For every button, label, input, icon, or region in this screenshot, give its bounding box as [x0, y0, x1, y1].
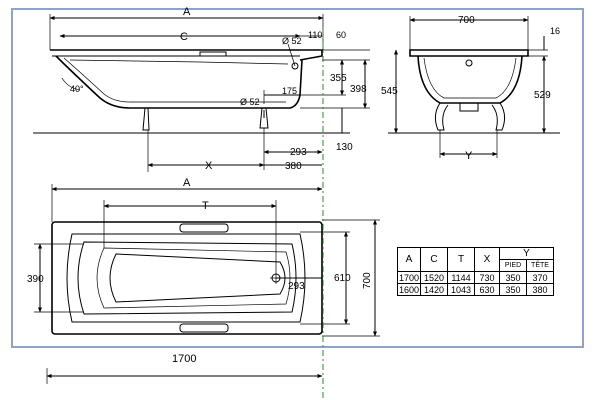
cell: 1700 [397, 271, 421, 284]
end-view: 700 16 545 529 Y [381, 15, 560, 162]
side-dim-130: 130 [336, 142, 353, 153]
end-dim-529: 529 [534, 90, 551, 101]
header-x: X [474, 247, 500, 272]
side-dim-355: 355 [330, 73, 347, 84]
cell: 1144 [447, 271, 475, 284]
plan-view: A T 390 610 700 293 1700 [27, 177, 380, 384]
plan-dim-610: 610 [334, 273, 351, 284]
table-row: 1700 1520 1144 730 350 370 [397, 271, 554, 284]
header-y: Y [499, 247, 554, 260]
plan-dim-1700: 1700 [172, 353, 196, 365]
cell: 380 [526, 283, 554, 296]
cell: 730 [474, 271, 500, 284]
header-c: C [420, 247, 448, 272]
spec-table: A C T X Y PIED TÊTE 1700 1520 1144 730 3… [397, 247, 554, 296]
plan-dim-390: 390 [27, 274, 44, 285]
side-dim-angle: 40° [70, 84, 84, 94]
header-t: T [447, 247, 475, 272]
table-row: 1600 1420 1043 630 350 380 [397, 283, 554, 296]
cell: 1420 [420, 283, 448, 296]
plan-dim-a-label: A [183, 177, 191, 189]
side-dim-293: 293 [290, 147, 307, 158]
side-dim-diameter-top: Ø 52 [282, 36, 302, 46]
cell: 350 [499, 271, 527, 284]
side-dim-c-label: C [180, 31, 188, 43]
header-tete: TÊTE [526, 259, 554, 272]
side-dim-110: 110 [308, 30, 322, 40]
side-dim-a-label: A [183, 6, 191, 18]
plan-dim-t-label: T [202, 200, 209, 212]
end-dim-16: 16 [550, 26, 560, 36]
side-dim-x: X [205, 160, 213, 172]
plan-dim-700: 700 [362, 272, 373, 289]
cell: 1600 [397, 283, 421, 296]
header-a: A [397, 247, 421, 272]
cell: 350 [499, 283, 527, 296]
cell: 1520 [420, 271, 448, 284]
side-dim-60: 60 [336, 30, 346, 40]
side-dim-398: 398 [350, 84, 367, 95]
plan-dim-293: 293 [288, 281, 305, 292]
drawing-frame [11, 8, 584, 348]
side-dim-diameter-bottom: Ø 52 [240, 97, 260, 107]
cell: 370 [526, 271, 554, 284]
header-pied: PIED [499, 259, 527, 272]
end-dim-700: 700 [458, 15, 475, 26]
end-dim-y: Y [465, 150, 473, 162]
cell: 1043 [447, 283, 475, 296]
cell: 630 [474, 283, 500, 296]
side-view: A C 110 60 Ø 52 355 398 130 40° Ø 52 175 [33, 6, 370, 172]
side-dim-380: 380 [285, 161, 302, 172]
side-dim-175: 175 [282, 86, 297, 96]
end-dim-545: 545 [381, 86, 398, 97]
